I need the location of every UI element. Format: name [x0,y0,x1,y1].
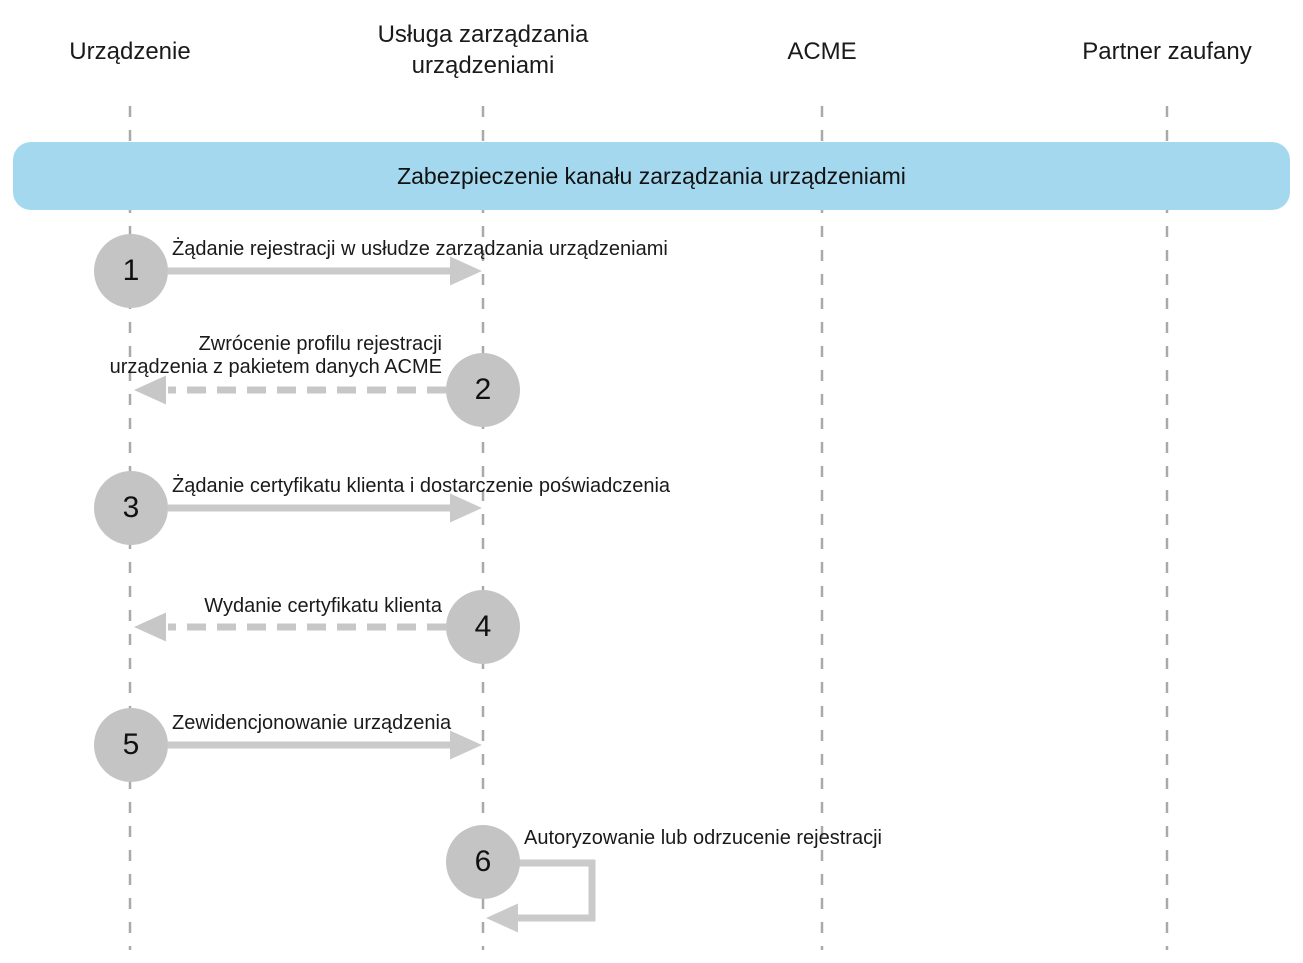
arrowhead-left-icon [486,903,518,933]
actor-header-urzadzenie: Urządzenie [69,38,191,65]
section-banner-label: Zabezpieczenie kanału zarządzania urządz… [397,162,906,189]
step-circle-4: 4 [446,590,520,664]
step-label-1: Żądanie rejestracji w usłudze zarządzani… [172,238,668,260]
step-label-2: Zwrócenie profilu rejestracji urządzenia… [109,333,442,378]
arrow-step-4 [134,612,446,642]
actor-header-usluga-zarzadzania: Usługa zarządzania urządzeniami [377,21,589,79]
step-circle-3: 3 [94,471,168,545]
step-circle-6: 6 [446,825,520,899]
actor-header-acme: ACME [787,38,857,65]
arrow-step-3 [168,493,482,523]
arrow-step-5 [168,730,482,760]
step-label-5: Zewidencjonowanie urządzenia [172,712,452,734]
arrow-step-2 [134,375,446,405]
step-label-6: Autoryzowanie lub odrzucenie rejestracji [524,827,882,849]
arrow-step-1 [168,256,482,286]
arrowhead-right-icon [450,256,482,286]
arrowhead-right-icon [450,493,482,523]
arrowhead-right-icon [450,730,482,760]
step-label-4: Wydanie certyfikatu klienta [204,595,442,617]
lifelines [128,106,1169,950]
arrow-step-6-self-loop [486,859,596,933]
step-circle-2: 2 [446,353,520,427]
section-banner: Zabezpieczenie kanału zarządzania urządz… [13,142,1290,210]
actor-header-partner-zaufany: Partner zaufany [1082,38,1252,65]
arrowhead-left-icon [134,375,166,405]
arrowhead-left-icon [134,612,166,642]
step-circle-5: 5 [94,708,168,782]
step-label-3: Żądanie certyfikatu klienta i dostarczen… [172,475,671,497]
step-circle-1: 1 [94,234,168,308]
